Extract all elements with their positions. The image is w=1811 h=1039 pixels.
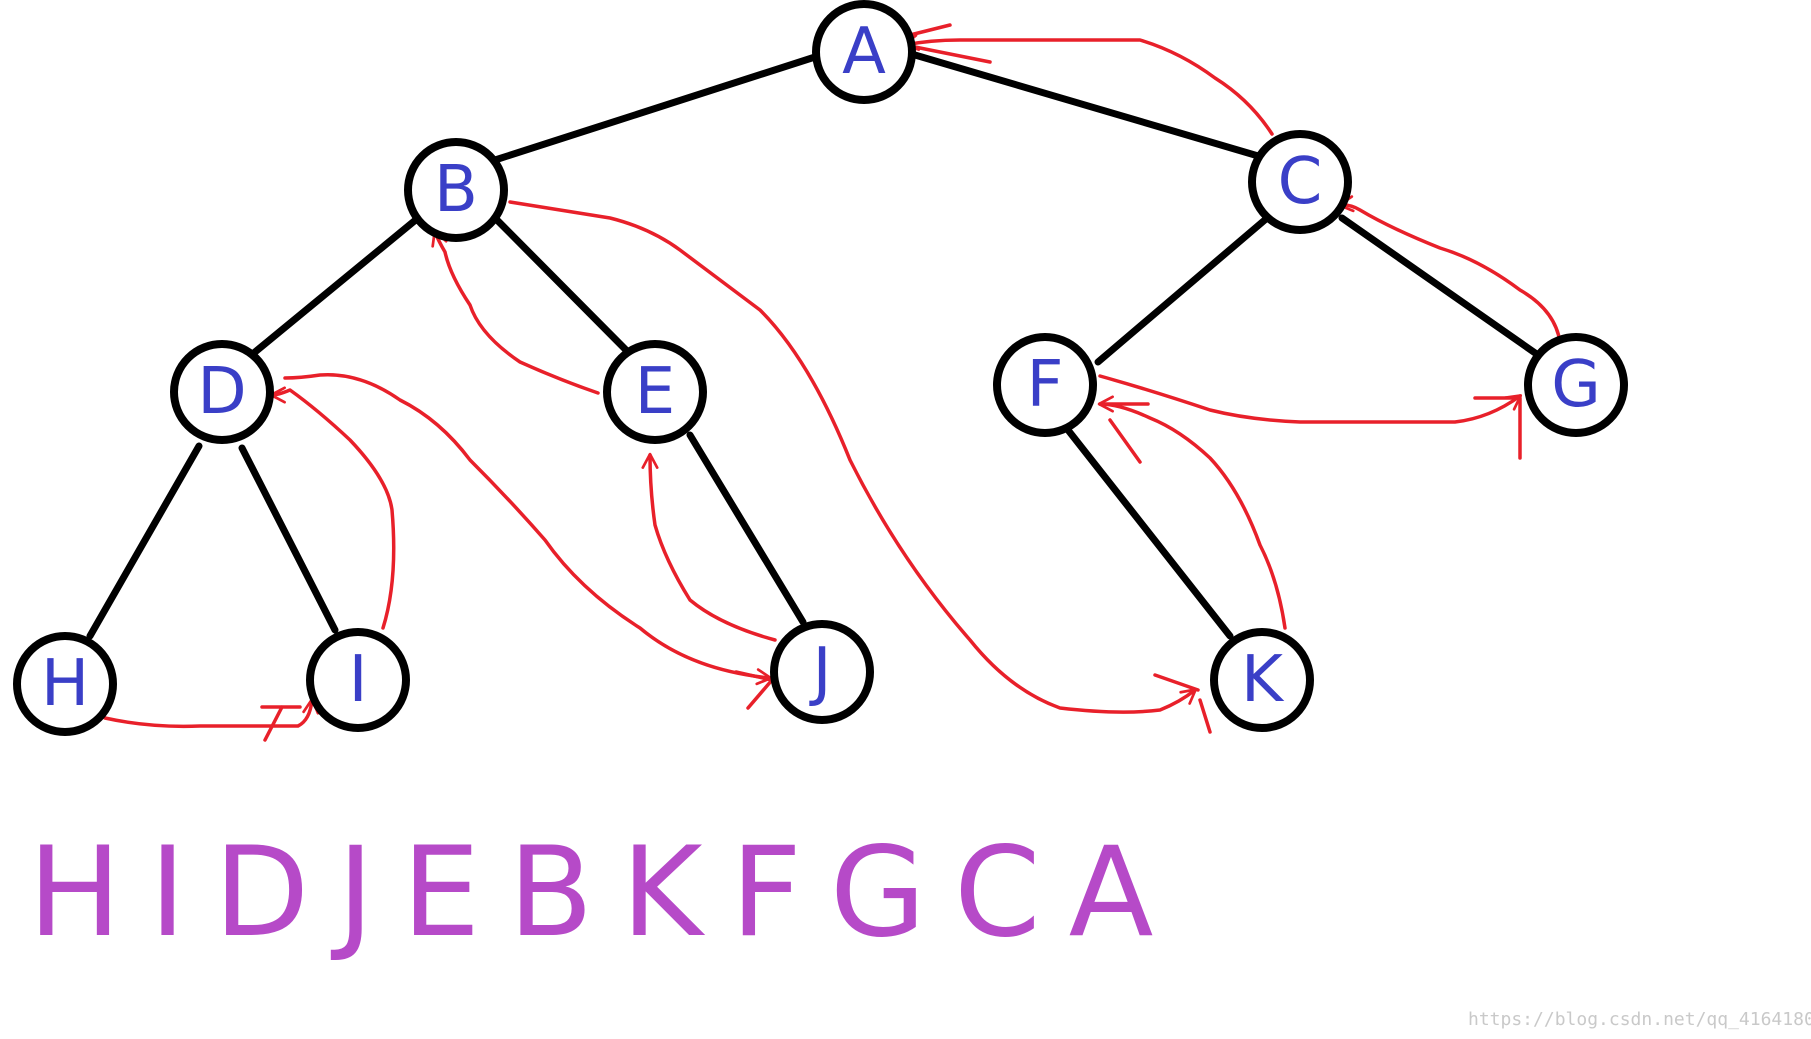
node-e-label: E [635, 355, 675, 429]
arrow-c-to-a [902, 34, 1274, 136]
node-f-circle [993, 333, 1097, 437]
arrow-f-to-g [1098, 374, 1523, 424]
edge-f-k [1064, 426, 1234, 640]
postorder-result-text: HIDJEBKFGCA [28, 821, 1181, 965]
edge-d-i [238, 444, 339, 634]
arrow-stroke-extra [903, 23, 992, 64]
watermark-url: https://blog.csdn.net/qq_41641805 [1468, 1009, 1811, 1030]
arrow-stroke-extra [260, 705, 302, 742]
node-i-circle [306, 628, 410, 732]
arrow-b-to-k [508, 200, 1198, 714]
node-a-circle [812, 0, 916, 104]
edge-b-d [251, 214, 422, 356]
edge-a-b [491, 53, 819, 164]
node-j-label: J [809, 635, 832, 709]
node-d-circle [170, 340, 274, 444]
node-labels: A B C D E F G H I J K [41, 15, 1601, 721]
arrow-g-to-c [1337, 195, 1562, 344]
arrow-stroke-extra [1473, 396, 1522, 460]
arrow-j-to-e [641, 452, 777, 642]
edge-e-j [686, 431, 807, 626]
tree-edges [86, 51, 1542, 640]
arrow-k-to-f [1097, 395, 1287, 630]
arrow-h-to-i [103, 697, 320, 729]
node-g-label: G [1551, 348, 1601, 422]
traversal-arrows [103, 23, 1562, 742]
node-e-circle [603, 340, 707, 444]
edge-b-e [493, 216, 632, 356]
node-h-label: H [41, 647, 89, 721]
arrow-stroke-extra [1098, 402, 1150, 464]
node-d-label: D [197, 355, 246, 429]
edge-c-f [1094, 209, 1277, 366]
arrow-d-to-j [283, 372, 773, 686]
node-c-label: C [1278, 145, 1323, 219]
arrow-i-to-d [269, 386, 396, 630]
node-h-circle [13, 632, 117, 736]
node-j-circle [770, 620, 874, 724]
edge-a-c [911, 51, 1269, 162]
node-k-circle [1210, 628, 1314, 732]
node-b-label: B [434, 153, 478, 227]
arrow-stroke-extra [1153, 673, 1212, 734]
edge-d-h [86, 442, 203, 640]
node-b-circle [404, 138, 508, 242]
node-c-circle [1248, 130, 1352, 234]
node-g-circle [1524, 333, 1628, 437]
node-a-label: A [842, 15, 886, 89]
arrow-stroke-extra [734, 670, 774, 710]
edge-c-g [1338, 214, 1542, 359]
node-f-label: F [1027, 348, 1064, 422]
tree-nodes [13, 0, 1628, 736]
node-i-label: I [349, 643, 368, 717]
node-k-label: K [1241, 643, 1285, 717]
arrow-e-to-b [431, 229, 600, 395]
